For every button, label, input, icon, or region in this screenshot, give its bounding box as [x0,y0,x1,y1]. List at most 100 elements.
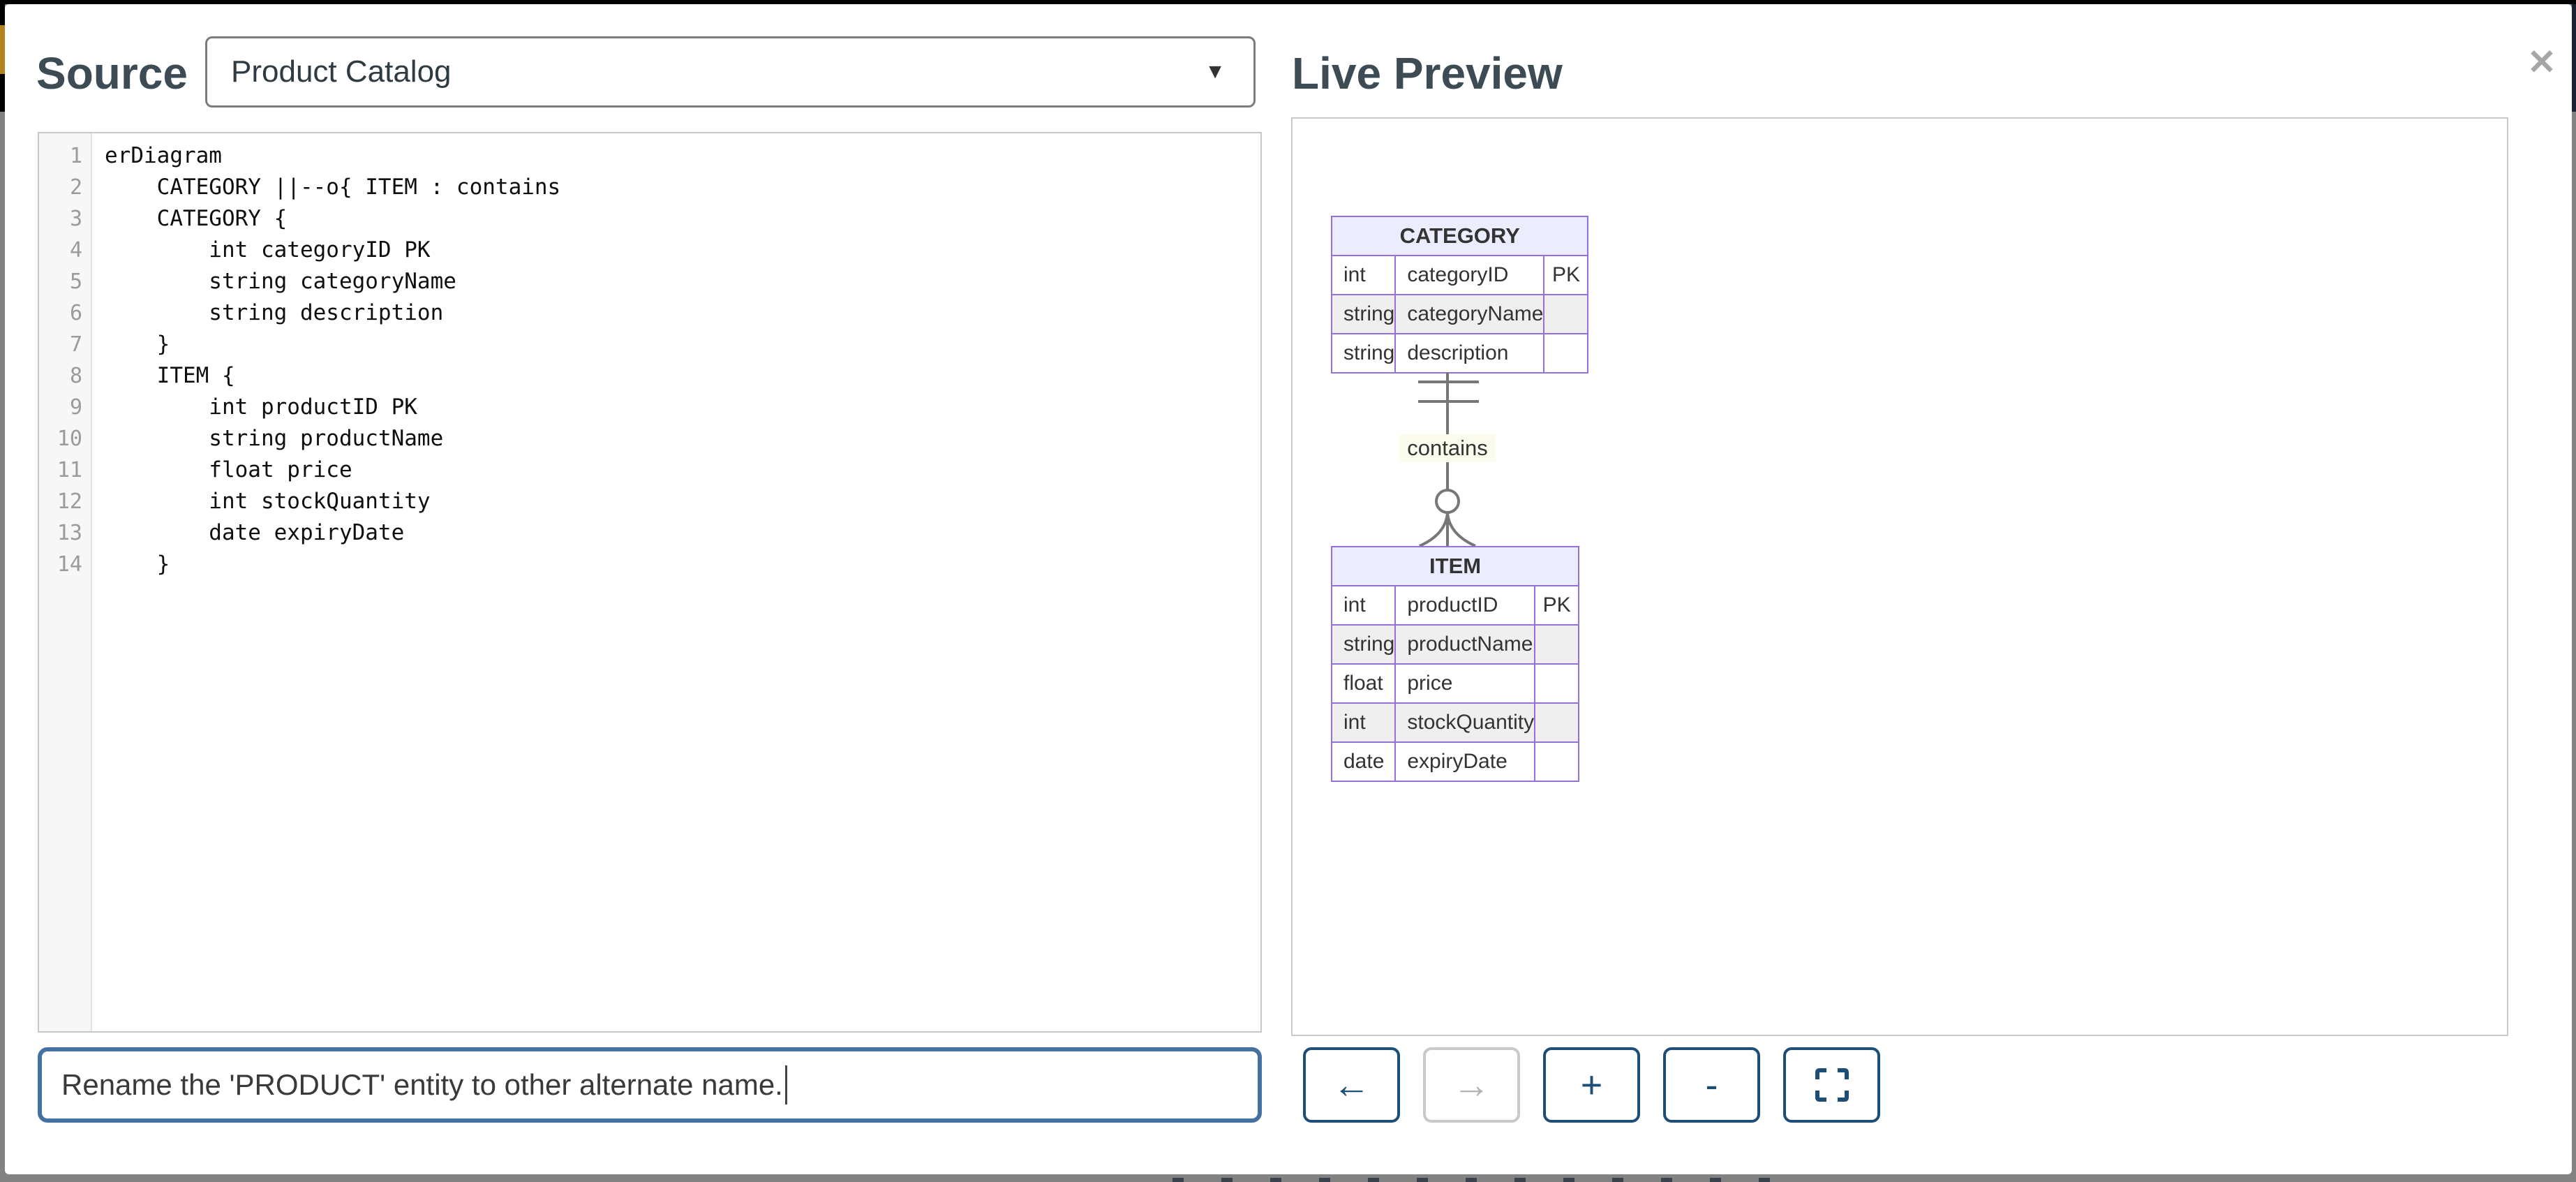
code-text: ITEM { [105,363,235,388]
background-page-text-sliver [1172,1178,1801,1182]
attribute-row: int stockQuantity [1330,702,1580,743]
line-number-gutter [39,133,92,1031]
preview-panel-title: Live Preview [1292,48,1563,98]
line-number: 7 [69,332,82,357]
attribute-name: price [1394,663,1536,704]
background-right-strip [2572,4,2576,112]
attribute-name: categoryID [1394,255,1545,295]
code-text: string description [105,300,444,325]
code-text: float price [105,457,352,482]
entity-header-row: ITEM [1330,546,1580,586]
attribute-type: string [1330,294,1397,334]
diagram-select[interactable]: Product Catalog ▼ [205,36,1256,108]
line-number: 10 [57,427,82,451]
code-line: 14 } [39,549,1260,580]
attribute-name: productName [1394,624,1536,665]
prompt-input[interactable]: Rename the 'PRODUCT' entity to other alt… [38,1047,1262,1123]
code-line: 8 ITEM { [39,360,1260,392]
code-text: string productName [105,426,444,451]
attribute-key: PK [1534,585,1580,626]
line-number: 12 [57,489,82,514]
attribute-type: int [1330,702,1397,743]
line-number: 8 [69,364,82,388]
code-text: date expiryDate [105,520,405,545]
source-panel-title: Source [36,48,188,98]
diagram-select-value: Product Catalog [231,54,452,89]
attribute-type: int [1330,255,1397,295]
entity-name: ITEM [1330,546,1580,586]
attribute-key [1534,741,1580,782]
code-text: } [105,332,170,357]
attribute-key [1534,624,1580,665]
code-text: CATEGORY ||--o{ ITEM : contains [105,175,561,200]
attribute-key [1543,294,1589,334]
code-line: 12 int stockQuantity [39,486,1260,517]
zoom-in-button[interactable]: + [1543,1047,1640,1123]
close-icon[interactable]: ✕ [2527,43,2556,82]
code-line: 2 CATEGORY ||--o{ ITEM : contains [39,172,1260,203]
entity-name: CATEGORY [1330,216,1589,256]
code-line: 5 string categoryName [39,266,1260,297]
relationship-connector [1418,372,1479,547]
back-arrow-icon: ← [1332,1064,1371,1106]
code-line: 7 } [39,329,1260,360]
attribute-type: int [1330,585,1397,626]
prompt-input-value: Rename the 'PRODUCT' entity to other alt… [61,1068,783,1101]
fullscreen-icon [1815,1068,1849,1102]
code-text: int stockQuantity [105,489,431,514]
code-line: 13 date expiryDate [39,517,1260,549]
zoom-out-button[interactable]: - [1663,1047,1760,1123]
attribute-row: date expiryDate [1330,741,1580,782]
line-number: 5 [69,269,82,294]
plus-icon: + [1580,1064,1603,1106]
code-line: 3 CATEGORY { [39,203,1260,235]
line-number: 11 [57,458,82,482]
code-line: 10 string productName [39,423,1260,455]
code-line: 4 int categoryID PK [39,235,1260,266]
line-number: 3 [69,207,82,231]
attribute-row: int productID PK [1330,585,1580,626]
attribute-name: expiryDate [1394,741,1536,782]
line-number: 9 [69,395,82,420]
redo-forward-button[interactable]: → [1423,1047,1520,1123]
attribute-row: string productName [1330,624,1580,665]
attribute-type: float [1330,663,1397,704]
attribute-name: stockQuantity [1394,702,1536,743]
code-text: CATEGORY { [105,206,288,231]
line-number: 4 [69,238,82,263]
forward-arrow-icon: → [1452,1064,1491,1106]
code-line: 9 int productID PK [39,392,1260,423]
fullscreen-button[interactable] [1783,1047,1880,1123]
code-line: 6 string description [39,297,1260,329]
attribute-row: string categoryName [1330,294,1589,334]
entity-header-row: CATEGORY [1330,216,1589,256]
text-cursor [784,1065,787,1105]
attribute-name: productID [1394,585,1536,626]
line-number: 1 [69,144,82,168]
line-number: 6 [69,301,82,325]
entity-table-category: CATEGORY int categoryID PK string catego… [1330,216,1589,374]
code-text: int categoryID PK [105,237,431,263]
code-text: int productID PK [105,394,417,420]
minus-icon: - [1705,1064,1718,1106]
attribute-row: float price [1330,663,1580,704]
chevron-down-icon: ▼ [1205,60,1226,83]
background-logo-sliver [0,25,5,74]
code-line: 11 float price [39,455,1260,486]
line-number: 13 [57,521,82,545]
entity-table-item: ITEM int productID PK string productName… [1330,546,1580,782]
relationship-label: contains [1399,434,1496,462]
undo-back-button[interactable]: ← [1303,1047,1400,1123]
attribute-name: categoryName [1394,294,1545,334]
line-number: 2 [69,175,82,200]
diagram-preview-canvas: CATEGORY int categoryID PK string catego… [1291,117,2508,1036]
background-top-strip [0,0,2576,4]
code-text: } [105,552,170,577]
attribute-key: PK [1543,255,1589,295]
attribute-type: date [1330,741,1397,782]
attribute-row: string description [1330,333,1589,374]
